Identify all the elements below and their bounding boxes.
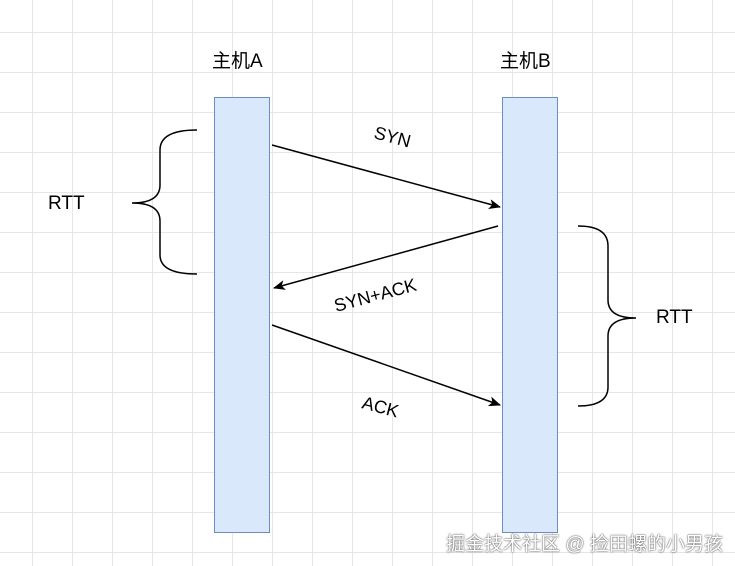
syn-arrow (271, 144, 501, 209)
rtt-right-label: RTT (656, 307, 693, 328)
syn-label: SYN (372, 123, 413, 152)
ack-arrow (271, 324, 501, 407)
host-b-bar (502, 97, 558, 533)
rtt-left-brace (131, 129, 198, 275)
ack-label: ACK (360, 393, 401, 422)
host-b-label: 主机B (500, 51, 551, 72)
rtt-right-brace (577, 225, 637, 407)
syn-ack-arrow (273, 225, 499, 290)
host-a-label: 主机A (212, 51, 263, 72)
rtt-left-label: RTT (48, 193, 85, 214)
host-a-bar (214, 97, 270, 533)
syn-ack-label: SYN+ACK (332, 275, 419, 316)
watermark: 掘金技术社区 @ 捡田螺的小男孩 (446, 534, 723, 555)
